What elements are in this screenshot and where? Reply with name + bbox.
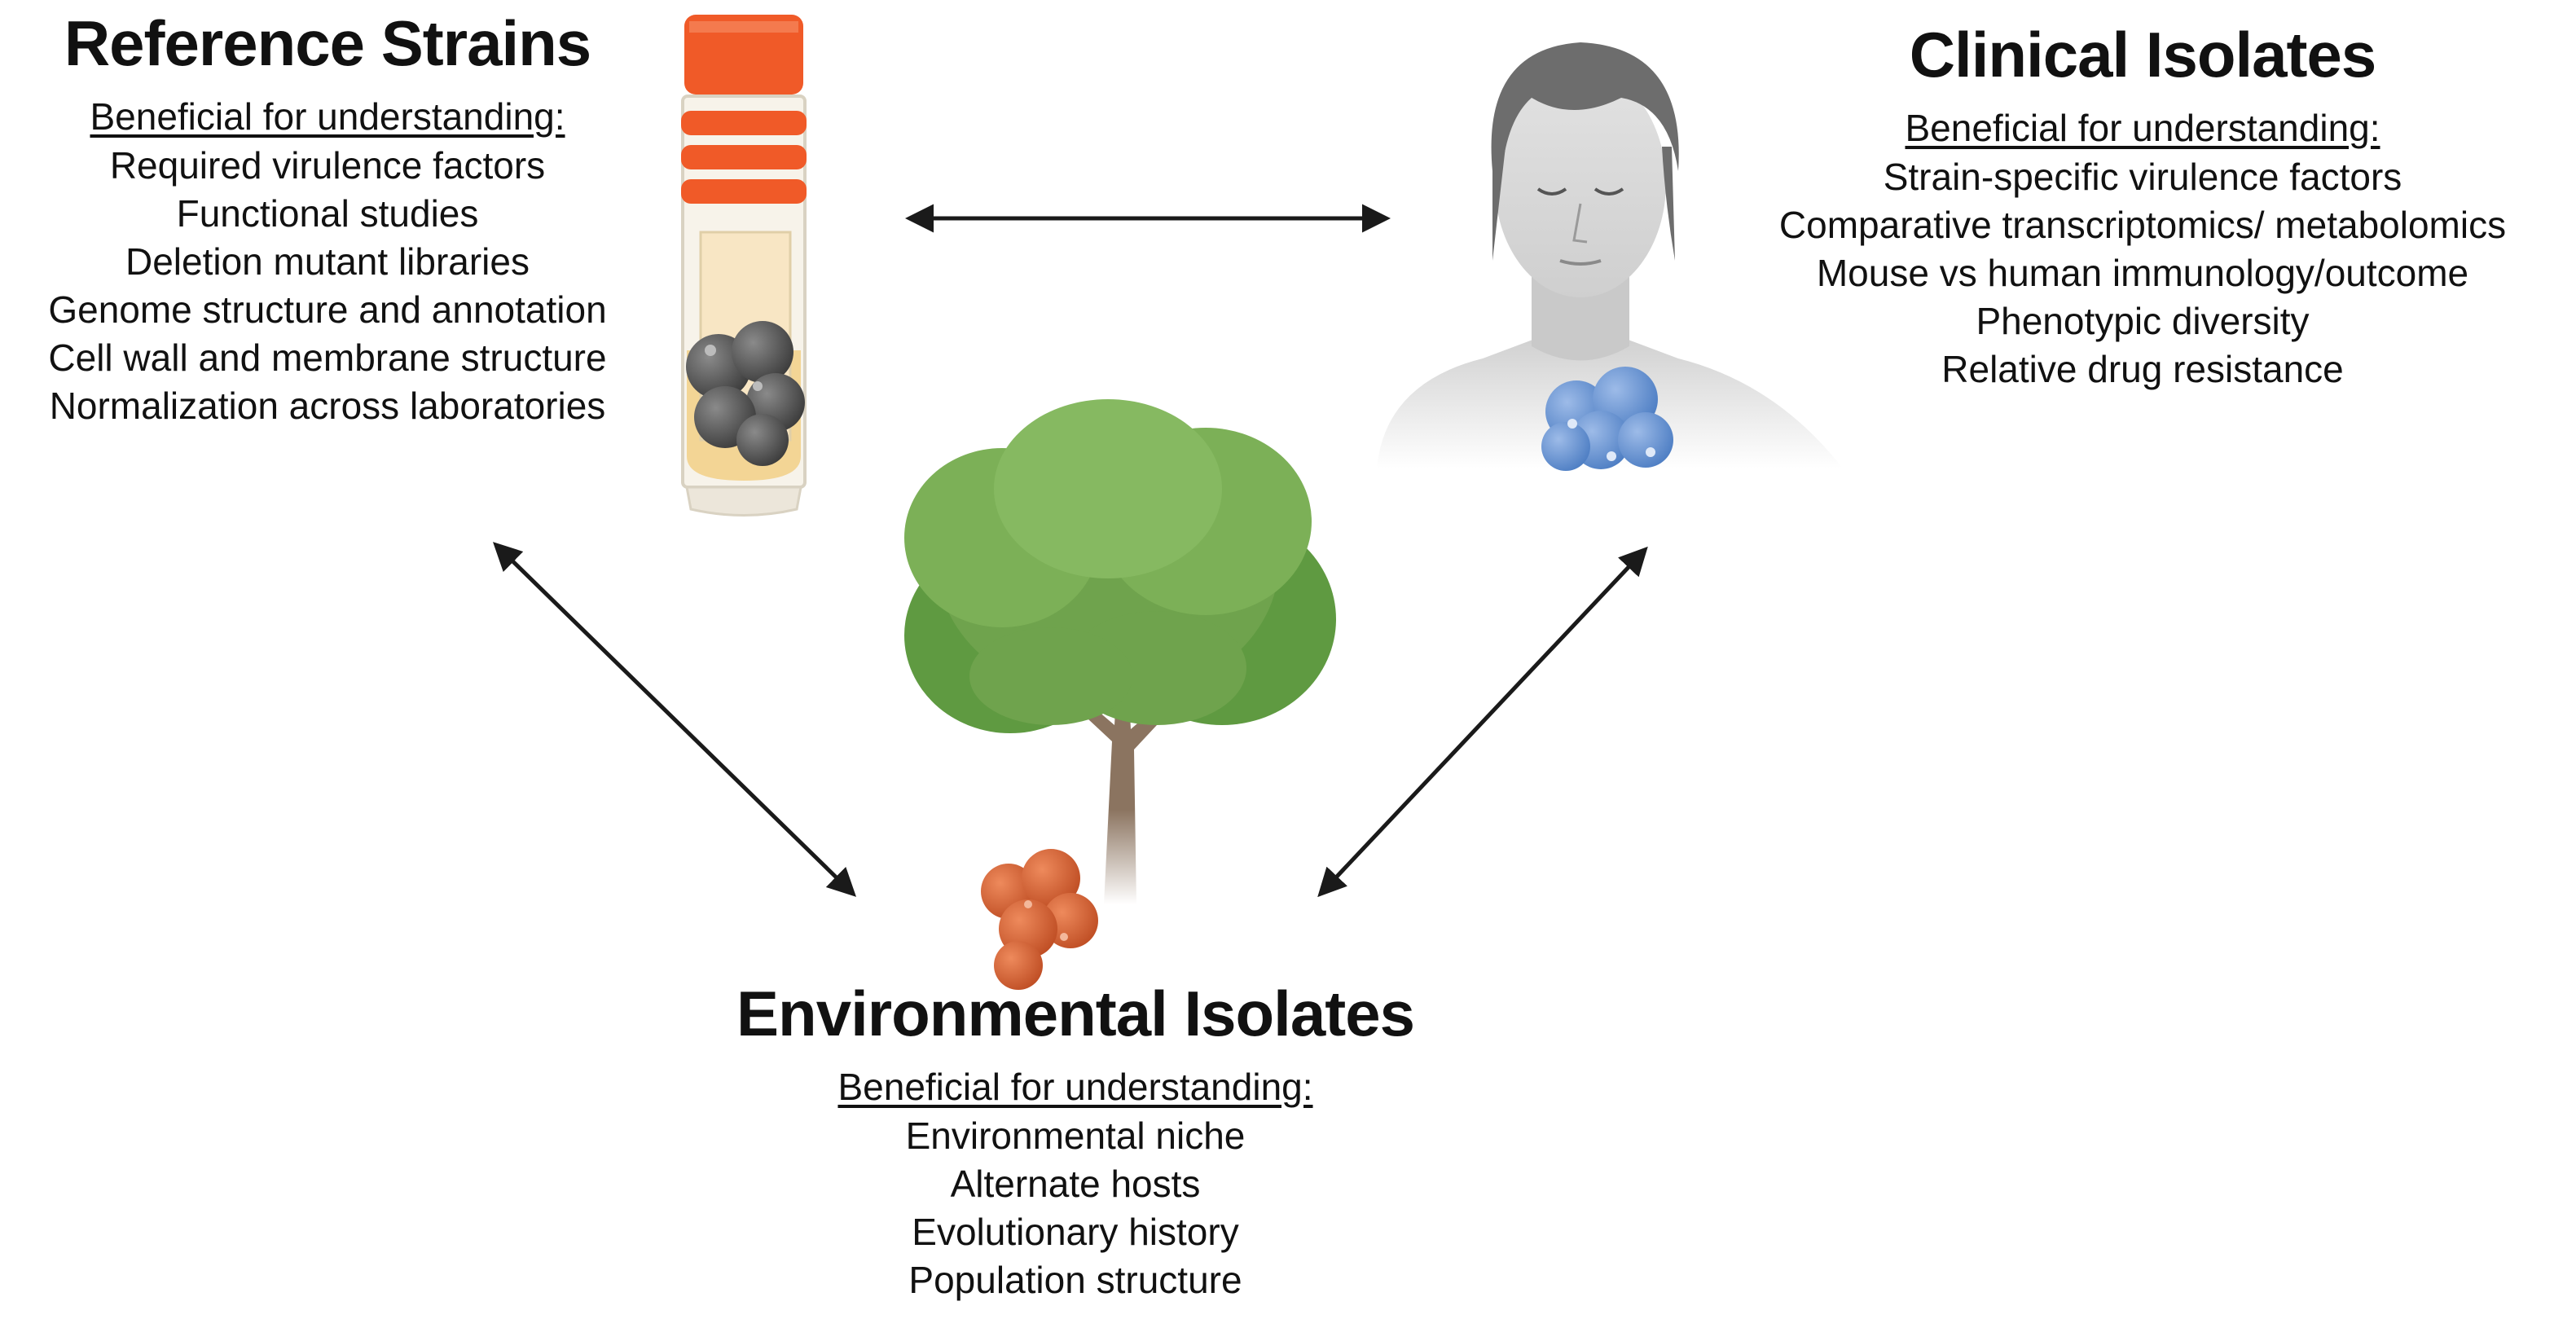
arrow-environmental-clinical <box>1317 546 1648 898</box>
list-item: Cell wall and membrane structure <box>48 336 607 379</box>
environmental-isolates-title: Environmental Isolates <box>736 978 1415 1049</box>
reference-strains-block: Reference Strains Beneficial for underst… <box>0 11 655 430</box>
list-item: Environmental niche <box>905 1114 1246 1157</box>
environmental-isolates-list: Environmental niche Alternate hosts Evol… <box>668 1112 1483 1304</box>
list-item: Phenotypic diversity <box>1976 299 2310 342</box>
environmental-isolates-subhead: Beneficial for understanding: <box>837 1066 1313 1108</box>
arrow-reference-environmental <box>492 542 857 897</box>
environmental-isolates-block: Environmental Isolates Beneficial for un… <box>668 982 1483 1304</box>
list-item: Strain-specific virulence factors <box>1883 155 2402 198</box>
list-item: Functional studies <box>176 191 479 235</box>
human-bust-icon <box>1377 42 1843 471</box>
reference-strains-subhead: Beneficial for understanding: <box>90 95 565 138</box>
clinical-isolates-title: Clinical Isolates <box>1909 19 2377 90</box>
list-item: Evolutionary history <box>912 1210 1239 1253</box>
list-item: Alternate hosts <box>950 1162 1201 1205</box>
list-item: Normalization across laboratories <box>49 384 606 427</box>
reference-strains-title: Reference Strains <box>64 7 591 79</box>
list-item: Comparative transcriptomics/ metabolomic… <box>1778 203 2507 246</box>
list-item: Population structure <box>908 1258 1242 1301</box>
list-item: Relative drug resistance <box>1941 347 2344 390</box>
list-item: Required virulence factors <box>109 143 546 187</box>
list-item: Deletion mutant libraries <box>125 240 530 283</box>
reference-strains-list: Required virulence factors Functional st… <box>0 142 655 430</box>
list-item: Genome structure and annotation <box>48 288 607 331</box>
clinical-isolates-list: Strain-specific virulence factors Compar… <box>1711 153 2574 394</box>
tree-icon <box>904 399 1336 990</box>
clinical-isolates-subhead: Beneficial for understanding: <box>1905 107 2380 149</box>
list-item: Mouse vs human immunology/outcome <box>1816 251 2469 294</box>
clinical-isolates-block: Clinical Isolates Beneficial for underst… <box>1711 23 2574 394</box>
culture-tube-icon <box>681 15 807 517</box>
